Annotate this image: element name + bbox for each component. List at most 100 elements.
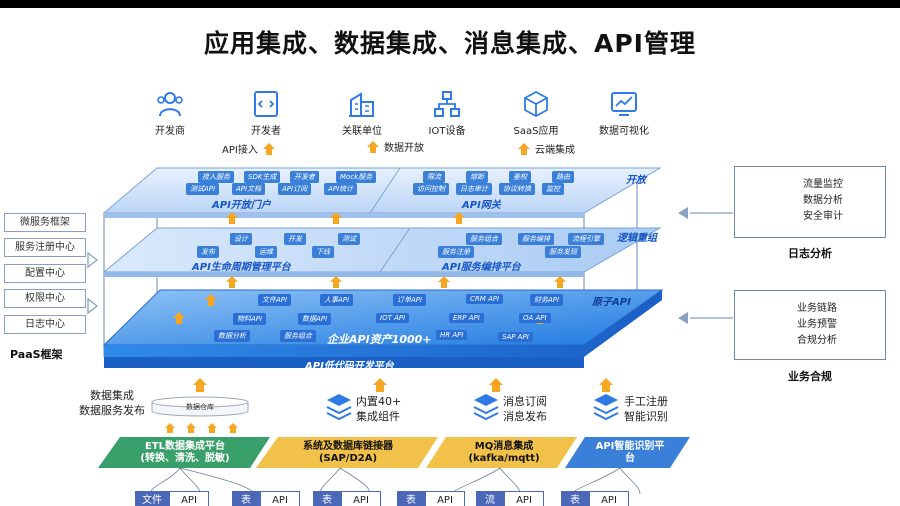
footer-key: 表 [561,491,589,506]
network-icon [434,91,460,117]
atomic-api-chip: CRM API [466,294,504,304]
user-saas: SaaS应用 [496,90,576,137]
middle-plate-divider [379,227,411,273]
lifecycle-chip: 测试 [338,233,360,245]
footer-source-1: 表 API [232,491,300,506]
top-chip: 路由 [552,171,574,183]
api-assets-label: 企业API资产1000+ [327,333,432,346]
orchestration-chip: 服务编排 [518,233,554,245]
source-registration: 手工注册 智能识别 [624,395,668,423]
user-developer-vendor: 开发商 [130,90,210,137]
orchestration-label: API服务编排平台 [442,262,521,273]
side-item-log: 日志中心 [4,315,86,334]
right-chevron-icon [678,312,688,324]
side-item-config: 配置中心 [4,264,86,283]
lifecycle-chip: 设计 [230,233,252,245]
source-connector-curves [149,467,641,495]
page-title: 应用集成、数据集成、消息集成、API管理 [204,29,696,58]
biz-item: 合规分析 [797,335,837,346]
user-iot: IOT设备 [407,90,487,137]
building-icon [349,92,374,117]
component-sub: (转换、清洗、脱敏) [140,453,230,464]
user-label: 开发者 [251,126,281,137]
lifecycle-chip: 下线 [312,246,334,258]
footer-key: 流 [476,491,504,506]
business-compliance-panel: 业务链路 业务预警 合规分析 [734,290,886,360]
atomic-api-chip: SAP API [498,332,533,342]
component-sub: (SAP/D2A) [318,453,378,464]
footer-value: API [169,491,209,506]
top-plate-edge [104,213,584,218]
top-chip: 鉴权 [509,171,531,183]
top-chip: SDK生成 [244,171,281,183]
business-compliance-title: 业务合规 [788,370,832,383]
middle-plate-edge [104,272,584,277]
atomic-api-chip: HR API [436,330,468,340]
orchestration-chip: 流程引擎 [568,233,604,245]
log-analysis-list: 流量监控 数据分析 安全审计 [803,177,843,225]
user-label: 开发商 [155,126,185,137]
left-chevron-icon [87,297,99,315]
logic-recombination-label: 逻辑重组 [617,233,657,244]
mq-component-shape [426,437,577,468]
top-chip: 熔断 [466,171,488,183]
component-sub: 台 [625,453,635,464]
people-icon [157,92,183,117]
atomic-api-chip: 文件API [258,294,292,306]
lifecycle-label: API生命周期管理平台 [192,262,291,273]
stack-layers-icon [326,394,352,421]
portal-label: API开放门户 [212,200,271,211]
stack-layers-icon [473,394,499,421]
bottom-plate-front [104,357,584,368]
top-chip: 监控 [542,183,564,195]
footer-source-0: 文件 API [135,491,209,506]
footer-key: 文件 [135,491,169,506]
atomic-api-label: 原子API [592,297,631,308]
component-title: MQ消息集成 [474,441,534,452]
source-messaging: 消息订阅 消息发布 [503,395,547,423]
stack-layers-icon [593,394,619,421]
side-item-registry: 服务注册中心 [4,238,86,257]
footer-source-4: 流 API [476,491,544,506]
orchestration-chip: 服务组合 [466,233,502,245]
atomic-api-chip: 服务组合 [280,330,316,342]
connector-component: 系统及数据库链接器 (SAP/D2A) [270,441,426,465]
footer-source-5: 表 API [561,491,629,506]
data-warehouse-cylinder [151,396,249,417]
etl-component-shape [98,437,270,468]
user-label: 数据可视化 [599,126,649,137]
footer-value: API [260,491,300,506]
left-chevron-icon [87,251,99,269]
biz-item: 业务预警 [797,319,837,330]
flow-label: API接入 [222,145,258,156]
log-analysis-title: 日志分析 [788,247,832,260]
footer-key: 表 [313,491,341,506]
source-data-integration: 数据集成 数据服务发布 [79,389,145,417]
top-chip: 开发者 [290,171,319,183]
component-title: 系统及数据库链接器 [303,441,393,452]
open-label: 开放 [626,175,646,186]
flow-cloud-integration: 云端集成 [517,141,575,156]
orchestration-chip: 服务注册 [438,246,474,258]
ai-component: API智能识别平 台 [578,441,682,465]
paas-title: PaaS框架 [10,348,63,361]
code-window-icon [254,91,278,117]
gateway-label: API网关 [462,200,501,211]
bottom-plate-edge [104,290,662,357]
mq-component: MQ消息集成 (kafka/mqtt) [440,441,568,465]
etl-component: ETL数据集成平台 (转换、清洗、脱敏) [112,441,258,465]
business-compliance-list: 业务链路 业务预警 合规分析 [797,301,837,349]
atomic-api-chip: 订单API [393,294,427,306]
top-chip: API订阅 [278,183,312,195]
log-item: 安全审计 [803,211,843,222]
flow-label: 数据开放 [384,143,424,154]
top-plate-divider [369,167,401,214]
up-arrow-icon [366,140,380,153]
footer-key: 表 [397,491,425,506]
connector-component-shape [256,437,438,468]
flow-api-access: API接入 [222,141,276,156]
top-chip: 协议转换 [499,183,535,195]
atomic-api-chip: ERP API [449,313,484,323]
user-label: 关联单位 [342,126,382,137]
user-label: SaaS应用 [513,126,559,137]
